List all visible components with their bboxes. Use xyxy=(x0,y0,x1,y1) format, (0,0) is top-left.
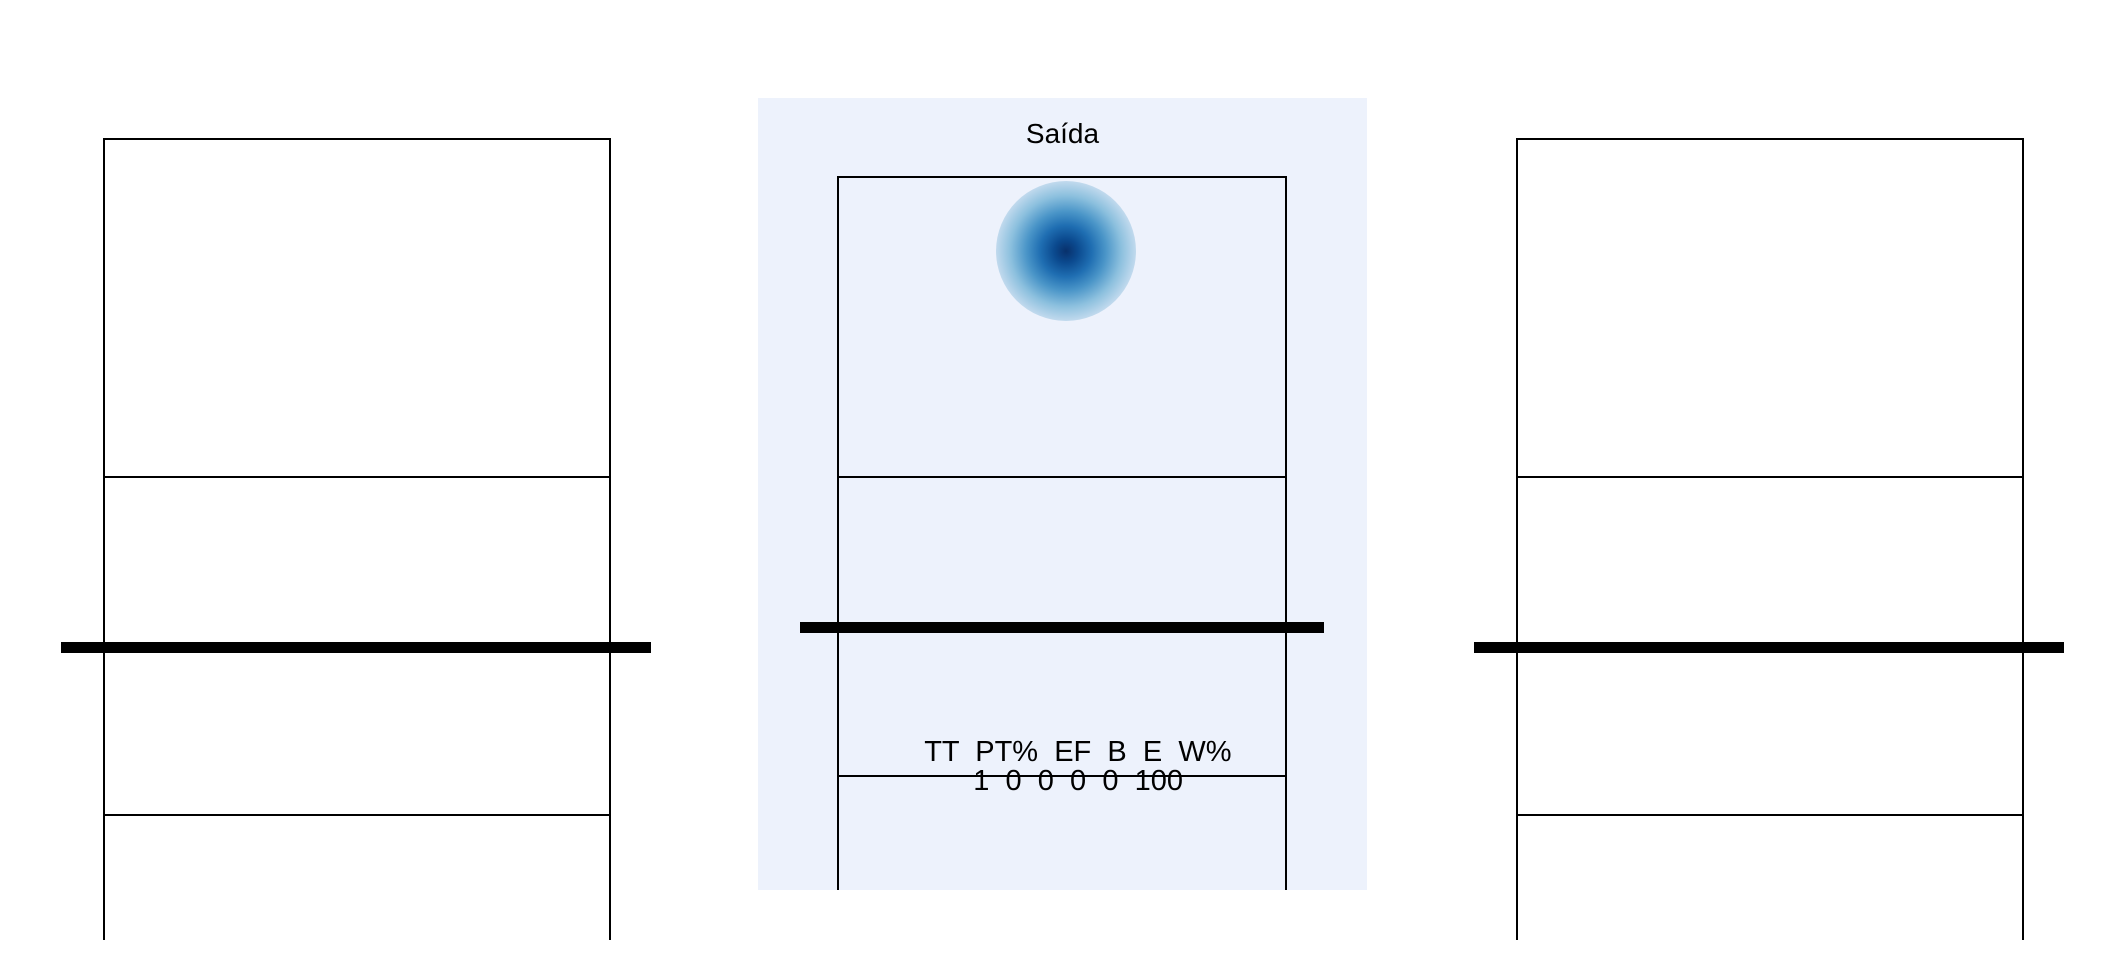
stat-header-e: E xyxy=(1142,736,1163,768)
attack-line-left-bottom xyxy=(103,814,611,816)
court-outline-right xyxy=(1516,138,2024,940)
attack-line-center-bottom xyxy=(837,775,1287,777)
net-left xyxy=(61,642,651,653)
stat-value-ef: 0 xyxy=(1037,765,1054,797)
attack-line-right-bottom xyxy=(1516,814,2024,816)
stat-value-tt: 1 xyxy=(973,765,990,797)
stat-value-b: 0 xyxy=(1070,765,1087,797)
attack-line-right-top xyxy=(1516,476,2024,478)
stat-header-w: W% xyxy=(1178,736,1232,768)
net-center xyxy=(800,622,1324,633)
court-outline-left xyxy=(103,138,611,940)
net-right xyxy=(1474,642,2064,653)
attack-line-center-top xyxy=(837,476,1287,478)
chart-title: Saída xyxy=(1025,118,1100,149)
heatmap-hotspot xyxy=(996,181,1136,321)
court-outline-center xyxy=(837,176,1287,890)
stat-header-ef: EF xyxy=(1054,736,1092,768)
stat-value-w: 100 xyxy=(1134,765,1183,797)
stat-value-e: 0 xyxy=(1102,765,1119,797)
attack-line-left-top xyxy=(103,476,611,478)
stat-header-tt: TT xyxy=(924,736,960,768)
stat-header-pt: PT% xyxy=(975,736,1039,768)
stats-header-row: TT PT% EF B E W% xyxy=(837,703,1287,802)
stats-value-row: 1 0 0 0 0 100 xyxy=(837,732,1287,831)
stat-header-b: B xyxy=(1107,736,1127,768)
stat-value-pt: 0 xyxy=(1005,765,1022,797)
